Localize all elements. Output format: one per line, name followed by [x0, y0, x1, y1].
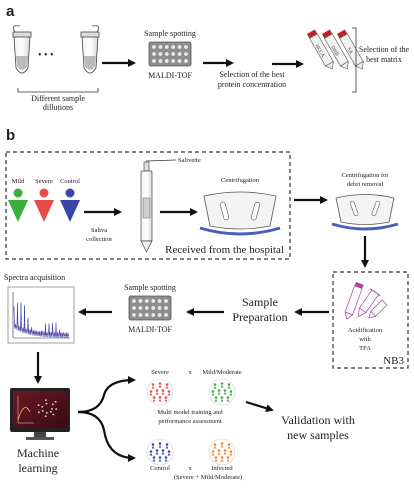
eppendorf-tube-icon [12, 25, 32, 74]
eppendorf-tube-icon [80, 25, 100, 74]
control-triangle-icon [60, 200, 80, 222]
branch-arrow-up [77, 376, 136, 414]
matrix-tubes-icon: HCCA DHB SA [307, 29, 364, 70]
group-label-control: Control [60, 178, 80, 185]
centrifugation-for-label: Centrifugation for [341, 172, 389, 179]
panel-a-letter: a [6, 3, 15, 20]
infected-sub-label: (Severe + Mild/Moderate) [174, 474, 242, 481]
acidification-label-2: with [359, 336, 371, 343]
acidification-tubes-icon [344, 282, 388, 320]
maldi-tof-label-b: MALDI-TOF [128, 325, 172, 334]
severe-label: Severe [151, 369, 169, 376]
sample-prep-label-2: Preparation [232, 310, 287, 324]
arrow-validation [245, 400, 274, 413]
sample-spotting-label-b: Sample spotting [124, 283, 176, 292]
acidification-label-1: Acidification [348, 327, 383, 334]
severe-dot-icon [39, 188, 49, 198]
severe-triangle-icon [34, 200, 54, 222]
tube-label-dhb: DHB [329, 45, 339, 57]
salivette-icon [140, 159, 177, 253]
monitor-icon [10, 388, 70, 440]
spectra-acquisition-label: Spectra acquisition [4, 273, 65, 282]
maldi-tof-label-a: MALDI-TOF [148, 71, 192, 80]
sample-prep-label-1: Sample [242, 295, 278, 309]
selection-matrix-label-2: best matrix [366, 55, 402, 64]
mild-dot-icon [13, 188, 23, 198]
debri-removal-label: debri removal [347, 181, 383, 188]
centrifuge-icon [199, 191, 281, 236]
acidification-label-3: TFA [359, 345, 371, 352]
mild-crowd-icon [208, 378, 236, 406]
ml-label-1: Machine [17, 446, 59, 460]
infected-crowd-icon [208, 438, 236, 466]
control-dot-icon [65, 188, 75, 198]
ellipsis: • • • [38, 50, 54, 61]
nb3-box [332, 271, 409, 369]
dilutions-bracket [17, 88, 99, 93]
mild-moderate-label: Mild/Moderate [202, 369, 241, 376]
hospital-box [5, 151, 291, 260]
multi-model-label-1: Multi model training and [157, 409, 223, 416]
group-label-mild: Mild [12, 178, 25, 185]
group-label-severe: Severe [35, 178, 53, 185]
centrifuge-icon [331, 194, 399, 231]
sample-spotting-label-a: Sample spotting [144, 29, 196, 38]
saliva-label-2: collection [86, 236, 112, 243]
salivette-label: Salivette [178, 157, 201, 164]
validation-label-2: new samples [287, 428, 349, 442]
infected-label: Infected [211, 465, 233, 472]
maldi-plate-icon [128, 295, 172, 321]
control-label: Control [150, 465, 170, 472]
mild-triangle-icon [8, 200, 28, 222]
tube-label-sa: SA [345, 47, 353, 55]
control-crowd-icon [146, 438, 174, 466]
matrix-bracket [352, 27, 357, 93]
selection-matrix-label-1: Selection of the [359, 45, 410, 54]
nb3-label: NB3 [383, 355, 404, 367]
ml-label-2: learning [18, 461, 57, 475]
branch-arrow-down [77, 410, 136, 462]
x-label-2: x [188, 465, 192, 472]
selection-best-label-1: Selection of the best [219, 70, 285, 79]
spectra-icon [7, 286, 75, 344]
x-label-1: x [188, 369, 192, 376]
centrifugation-label: Centrifugation [221, 177, 260, 184]
saliva-label-1: Saliva [91, 227, 107, 234]
maldi-plate-icon [148, 41, 192, 67]
patient-groups: Mild Severe Control [8, 178, 80, 222]
tube-label-hcca: HCCA [314, 44, 325, 59]
different-sample-label: Different sample [31, 94, 85, 103]
panel-b-letter: b [6, 127, 15, 144]
severe-crowd-icon [146, 378, 174, 406]
validation-label-1: Validation with [281, 413, 355, 427]
multi-model-label-2: performance assessment [158, 418, 222, 425]
selection-best-label-2: protein concentration [218, 80, 286, 89]
dillutions-label: dillutions [43, 103, 73, 112]
received-label: Received from the hospital [165, 244, 284, 256]
